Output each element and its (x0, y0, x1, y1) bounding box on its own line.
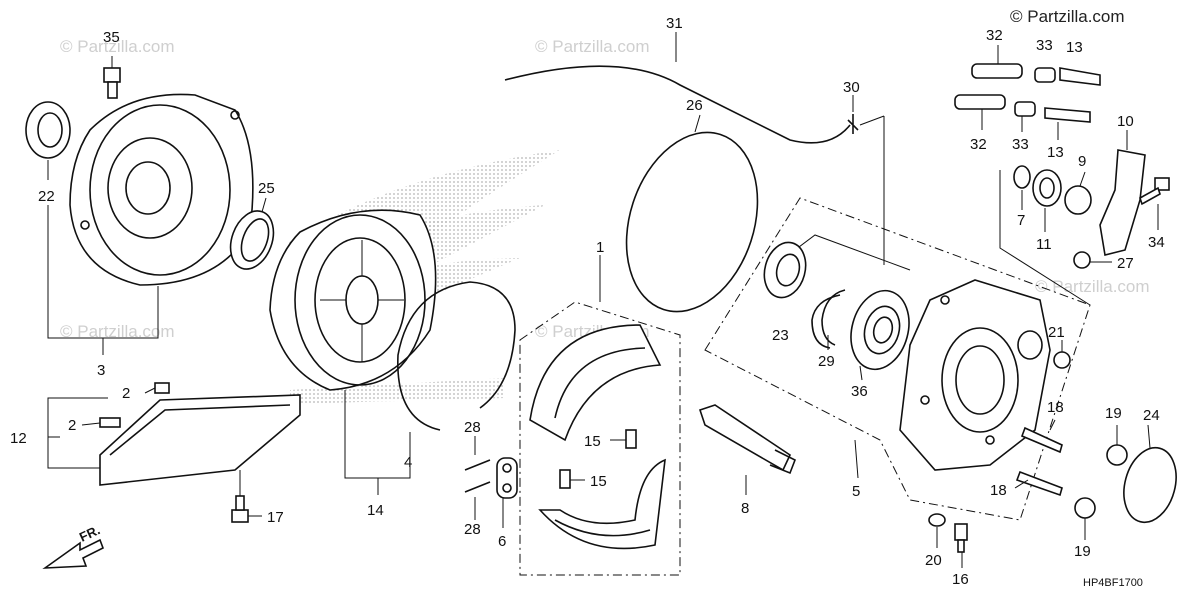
callout-7: 7 (1017, 212, 1025, 229)
part-29-snap-ring (811, 289, 846, 350)
part-15-spring-lower (559, 469, 585, 489)
callout-labels: 35 22 25 3 2 2 12 17 4 14 1 28 28 6 15 1… (10, 15, 1165, 588)
part-34-bolt (1139, 177, 1170, 230)
part-32-springs (954, 45, 1023, 130)
callout-6: 6 (498, 533, 506, 550)
part-20-washer (928, 513, 946, 548)
callout-31: 31 (666, 15, 683, 32)
watermarks: © Partzilla.com © Partzilla.com © Partzi… (60, 37, 1150, 341)
callout-19: 19 (1074, 543, 1091, 560)
bracket-12-top (47, 397, 108, 437)
callout-12: 12 (10, 430, 27, 447)
part-8-axle-shaft (698, 404, 797, 495)
callout-23: 23 (772, 327, 789, 344)
callout-19: 19 (1105, 405, 1122, 422)
callout-13: 13 (1066, 39, 1083, 56)
part-22-seal (25, 101, 71, 180)
bracket-14 (344, 390, 411, 479)
part-25-ring (229, 197, 275, 270)
callout-15: 15 (590, 473, 607, 490)
part-31-breather-tube (504, 32, 851, 144)
callout-33: 33 (1036, 37, 1053, 54)
callout-29: 29 (818, 353, 835, 370)
part-24-o-ring (1123, 424, 1177, 524)
callout-26: 26 (686, 97, 703, 114)
callout-5: 5 (852, 483, 860, 500)
callout-2: 2 (68, 417, 76, 434)
watermark: © Partzilla.com (60, 37, 175, 56)
part-6-plate (496, 457, 518, 528)
part-28-pins (464, 436, 491, 520)
part-33-pins (1014, 67, 1056, 132)
callout-32: 32 (970, 136, 987, 153)
callout-22: 22 (38, 188, 55, 205)
callout-36: 36 (851, 383, 868, 400)
part-17-bolt (231, 470, 262, 523)
part-23-bearing (763, 241, 807, 299)
part-11-spring (1032, 169, 1062, 232)
callout-4: 4 (404, 454, 412, 471)
callout-1: 1 (596, 239, 604, 256)
callout-25: 25 (258, 180, 275, 197)
callout-3: 3 (97, 362, 105, 379)
callout-8: 8 (741, 500, 749, 517)
watermark: © Partzilla.com (535, 37, 650, 56)
callout-24: 24 (1143, 407, 1160, 424)
bracket-lever (999, 170, 1091, 306)
callout-28: 28 (464, 521, 481, 538)
part-36-bearing (850, 289, 910, 381)
callout-32: 32 (986, 27, 1003, 44)
part-15-spring-upper (610, 429, 637, 449)
callout-13: 13 (1047, 144, 1064, 161)
part-9-plate (1064, 171, 1092, 215)
part-1-brake-shoe-lower (538, 458, 666, 550)
part-27-nut (1073, 251, 1112, 269)
callout-28: 28 (464, 419, 481, 436)
front-arrow-icon: FR. (42, 522, 105, 569)
part-12-skid-plate (99, 382, 301, 486)
callout-16: 16 (952, 571, 969, 588)
callout-34: 34 (1148, 234, 1165, 251)
part-7-washer (1013, 165, 1031, 210)
part-4-circlip (397, 281, 516, 431)
part-21-nut (1053, 340, 1071, 369)
outline-group-1 (519, 301, 681, 576)
part-14-brake-drum (269, 209, 437, 391)
part-35-bolt (103, 56, 121, 99)
part-19-nut-lower (1074, 497, 1096, 540)
watermark: © Partzilla.com (1035, 277, 1150, 296)
watermark: © Partzilla.com (60, 322, 175, 341)
part-13-arms (1044, 67, 1101, 140)
callout-30: 30 (843, 79, 860, 96)
callout-18: 18 (1047, 399, 1064, 416)
part-1-brake-shoe-upper (529, 324, 662, 442)
callout-17: 17 (267, 509, 284, 526)
callout-10: 10 (1117, 113, 1134, 130)
callout-35: 35 (103, 29, 120, 46)
part-16-bolt (954, 523, 968, 568)
brand-logo-text: © Partzilla.com (1010, 7, 1125, 26)
part-10-lever (1099, 130, 1146, 256)
part-26-o-ring (625, 114, 759, 313)
callout-33: 33 (1012, 136, 1029, 153)
callout-15: 15 (584, 433, 601, 450)
part-3-drum-cover (69, 93, 254, 286)
callout-18: 18 (990, 482, 1007, 499)
callout-20: 20 (925, 552, 942, 569)
diagram-code: HP4BF1700 (1083, 577, 1143, 589)
callout-27: 27 (1117, 255, 1134, 272)
part-18-stud-lower (1014, 470, 1063, 497)
callout-9: 9 (1078, 153, 1086, 170)
outline-group-5 (704, 197, 1091, 521)
bracket-12 (47, 436, 100, 469)
part-19-nut-upper (1106, 425, 1128, 466)
callout-14: 14 (367, 502, 384, 519)
callout-2: 2 (122, 385, 130, 402)
callout-21: 21 (1048, 324, 1065, 341)
callout-11: 11 (1036, 236, 1052, 253)
part-18-stud-upper (1020, 419, 1063, 454)
part-30-clip (847, 95, 885, 265)
part-5-gear-case (899, 279, 1051, 471)
